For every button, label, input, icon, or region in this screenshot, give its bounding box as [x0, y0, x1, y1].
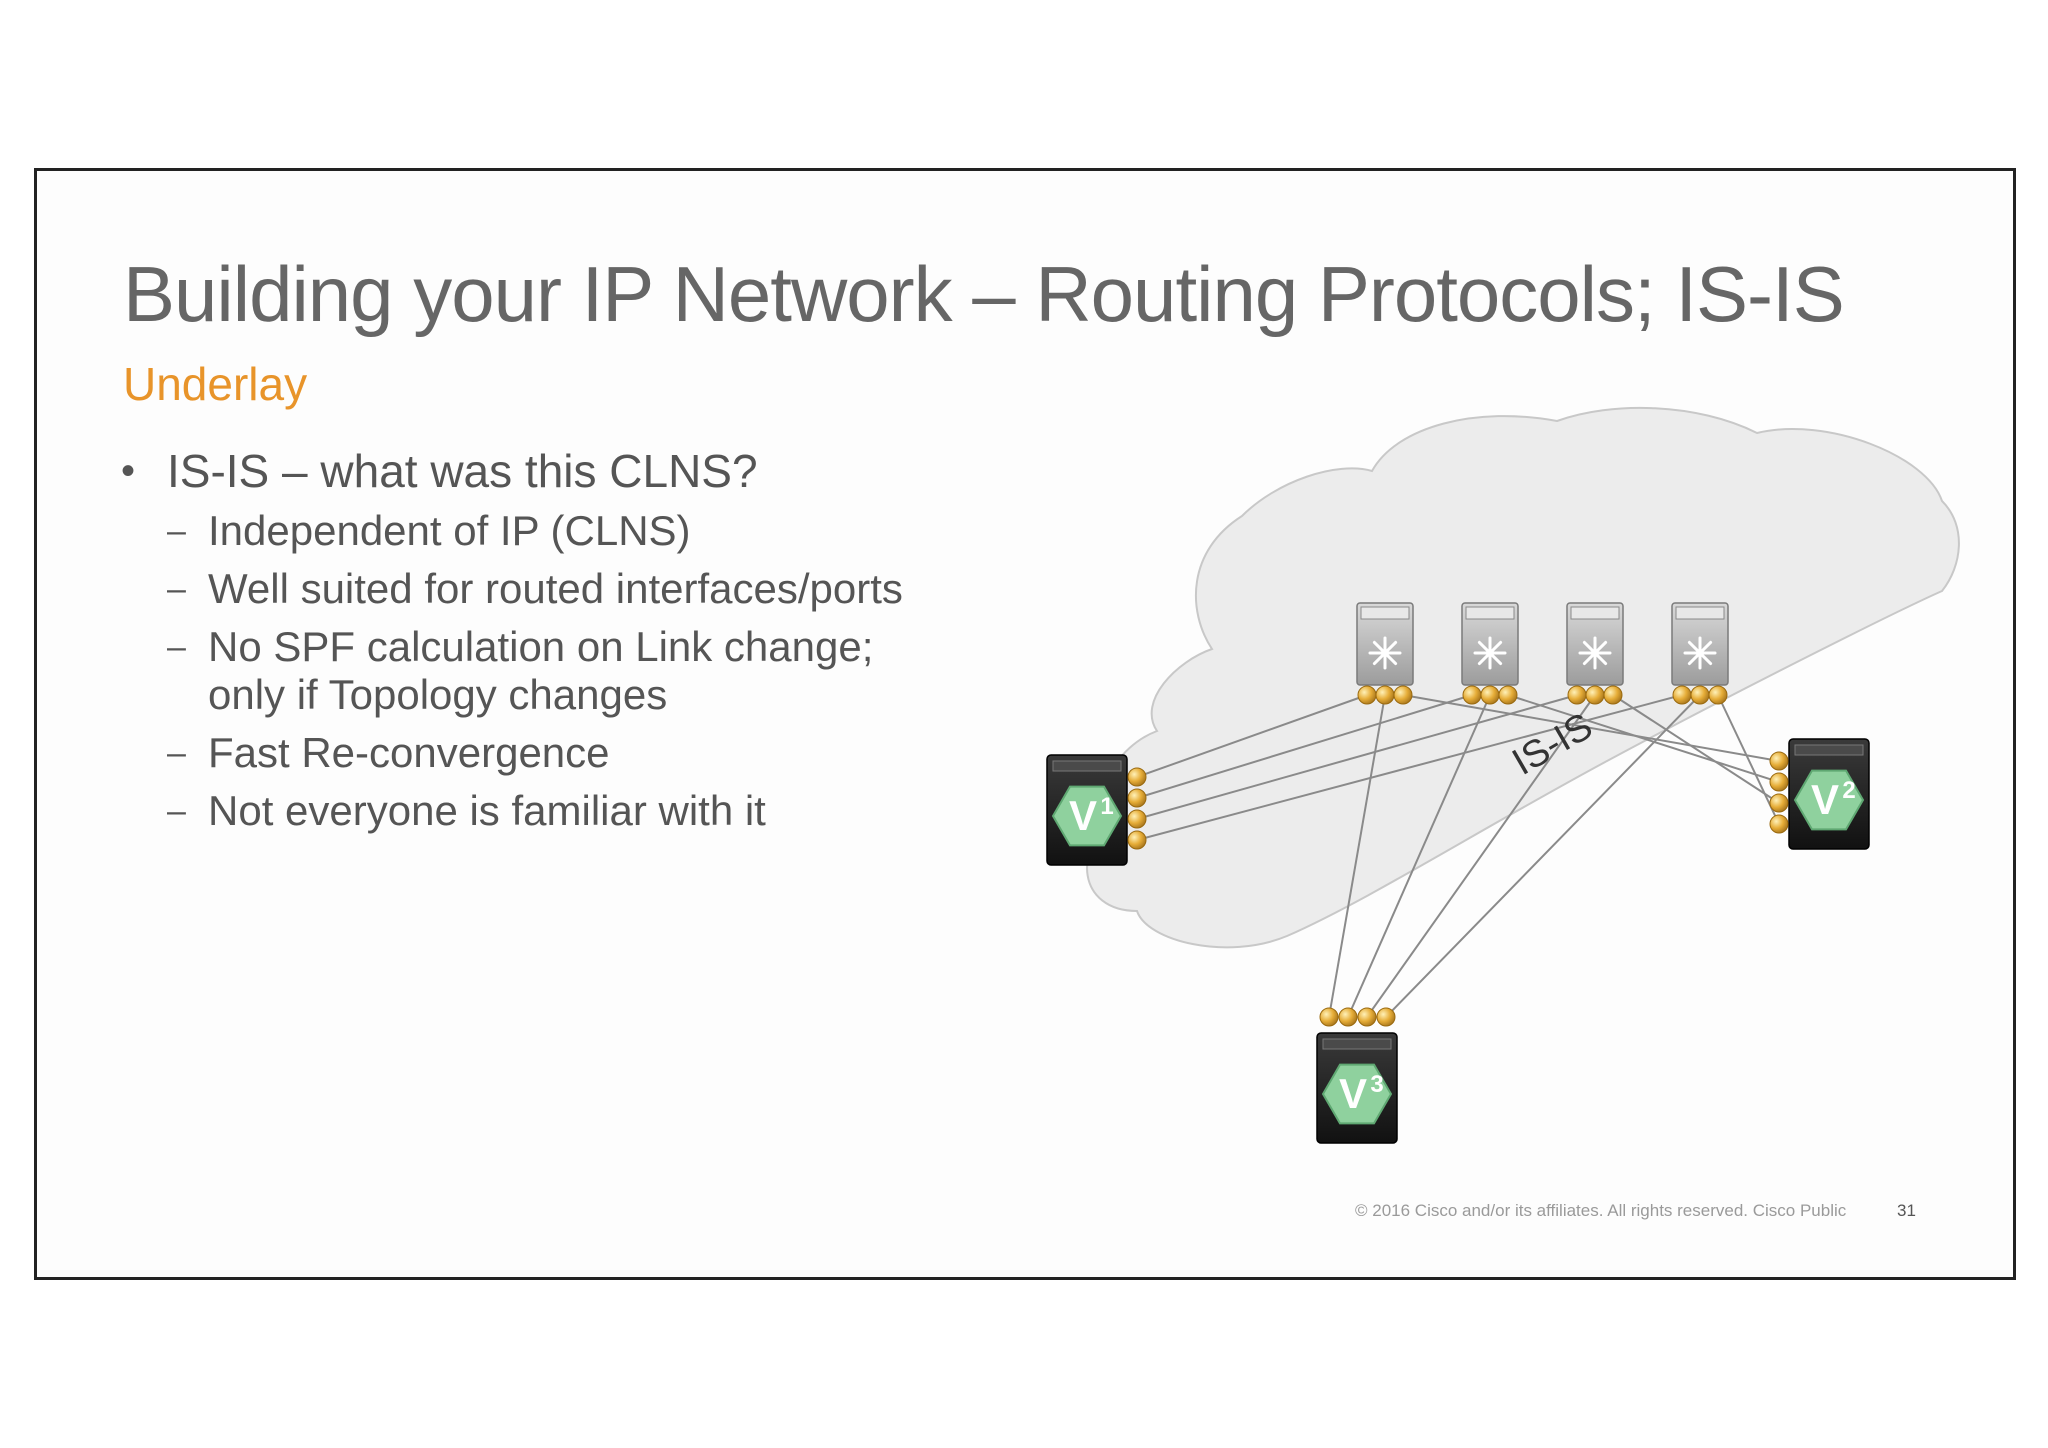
vtep-label-letter: V	[1811, 776, 1839, 823]
sub-bullet-text: Well suited for routed interfaces/ports	[208, 565, 903, 612]
link-line	[1136, 694, 1473, 799]
isis-cloud	[1086, 406, 1960, 949]
link-line	[1507, 694, 1780, 783]
link-line	[1136, 694, 1578, 820]
sub-bullet-item: – Independent of IP (CLNS)	[117, 507, 1017, 555]
spine-switch	[1461, 602, 1519, 705]
port-dot	[1357, 685, 1377, 705]
sub-bullet-text: Independent of IP (CLNS)	[208, 507, 691, 554]
slide-subtitle: Underlay	[123, 358, 308, 410]
vtep-label-number: 3	[1370, 1071, 1383, 1098]
dash-marker: –	[167, 792, 186, 830]
port-dot	[1585, 685, 1605, 705]
port-dot	[1338, 1007, 1358, 1027]
link-line	[1717, 694, 1780, 825]
port-dot	[1393, 685, 1413, 705]
slide-title: Building your IP Network – Routing Proto…	[123, 250, 1845, 338]
port-dot	[1376, 1007, 1396, 1027]
vtep-hexagon-icon	[1321, 1063, 1393, 1125]
link-group	[1136, 694, 1780, 1018]
port-dot	[1690, 685, 1710, 705]
port-dot	[1769, 793, 1789, 813]
bullet-dot: •	[121, 449, 136, 493]
port-dot	[1127, 830, 1147, 850]
spine-switch	[1356, 602, 1414, 705]
sub-bullet-text: Fast Re-convergence	[208, 729, 610, 776]
port-dot	[1357, 1007, 1377, 1027]
bullet-list: • IS-IS – what was this CLNS? – Independ…	[117, 441, 1017, 845]
footer-copyright: © 2016 Cisco and/or its affiliates. All …	[1355, 1201, 1847, 1220]
port-dot	[1319, 1007, 1339, 1027]
dash-marker: –	[167, 512, 186, 550]
spine-top-panel	[1675, 606, 1725, 620]
link-line	[1347, 694, 1491, 1018]
port-dot	[1567, 685, 1587, 705]
switch-star-icon	[1473, 636, 1507, 670]
sub-bullet-item: – No SPF calculation on Link change; onl…	[117, 623, 1017, 719]
vtep-top-panel	[1794, 744, 1864, 756]
port-dot	[1769, 772, 1789, 792]
link-line	[1328, 694, 1386, 1018]
vtep-top-panel	[1052, 760, 1122, 772]
sub-bullet-text: Not everyone is familiar with it	[208, 787, 766, 834]
spine-top-panel	[1465, 606, 1515, 620]
vtep-label-letter: V	[1339, 1070, 1367, 1117]
sub-bullet-item: – Fast Re-convergence	[117, 729, 1017, 777]
bullet-item: • IS-IS – what was this CLNS?	[117, 441, 1017, 501]
vtep-top-panel	[1322, 1038, 1392, 1050]
vtep-label-number: 2	[1842, 777, 1855, 804]
port-dot	[1498, 685, 1518, 705]
slide: Building your IP Network – Routing Proto…	[34, 168, 2016, 1280]
port-dot	[1769, 751, 1789, 771]
port-dot	[1462, 685, 1482, 705]
link-line	[1612, 694, 1780, 804]
port-dot	[1127, 788, 1147, 808]
port-dot	[1603, 685, 1623, 705]
spine-switch	[1671, 602, 1729, 705]
link-line	[1402, 694, 1780, 762]
spine-top-panel	[1570, 606, 1620, 620]
vtep-hexagon-icon	[1051, 785, 1123, 847]
port-dot	[1708, 685, 1728, 705]
page-number: 31	[1897, 1201, 1916, 1220]
vtep-label-letter: V	[1069, 792, 1097, 839]
spine-top-panel	[1360, 606, 1410, 620]
switch-star-icon	[1368, 636, 1402, 670]
switch-star-icon	[1578, 636, 1612, 670]
vtep-label-number: 1	[1100, 793, 1113, 820]
spine-switch	[1566, 602, 1624, 705]
port-dot	[1375, 685, 1395, 705]
link-line	[1366, 694, 1596, 1018]
vtep-hexagon-icon	[1793, 769, 1865, 831]
sub-bullet-text: No SPF calculation on Link change;	[208, 623, 874, 670]
dash-marker: –	[167, 628, 186, 666]
link-line	[1385, 694, 1701, 1018]
switch-star-icon	[1683, 636, 1717, 670]
port-dot	[1769, 814, 1789, 834]
link-line	[1136, 694, 1368, 778]
port-dot	[1480, 685, 1500, 705]
sub-bullet-item: – Well suited for routed interfaces/port…	[117, 565, 1017, 613]
port-dot	[1127, 809, 1147, 829]
port-dot	[1672, 685, 1692, 705]
dash-marker: –	[167, 570, 186, 608]
sub-bullet-text-continued: only if Topology changes	[208, 671, 668, 718]
sub-bullet-item: – Not everyone is familiar with it	[117, 787, 1017, 835]
port-dot	[1127, 767, 1147, 787]
bullet-text: IS-IS – what was this CLNS?	[167, 445, 758, 497]
spine-group	[1356, 602, 1729, 705]
dash-marker: –	[167, 734, 186, 772]
link-line	[1136, 694, 1683, 841]
sub-bullet-list: – Independent of IP (CLNS) – Well suited…	[117, 507, 1017, 835]
